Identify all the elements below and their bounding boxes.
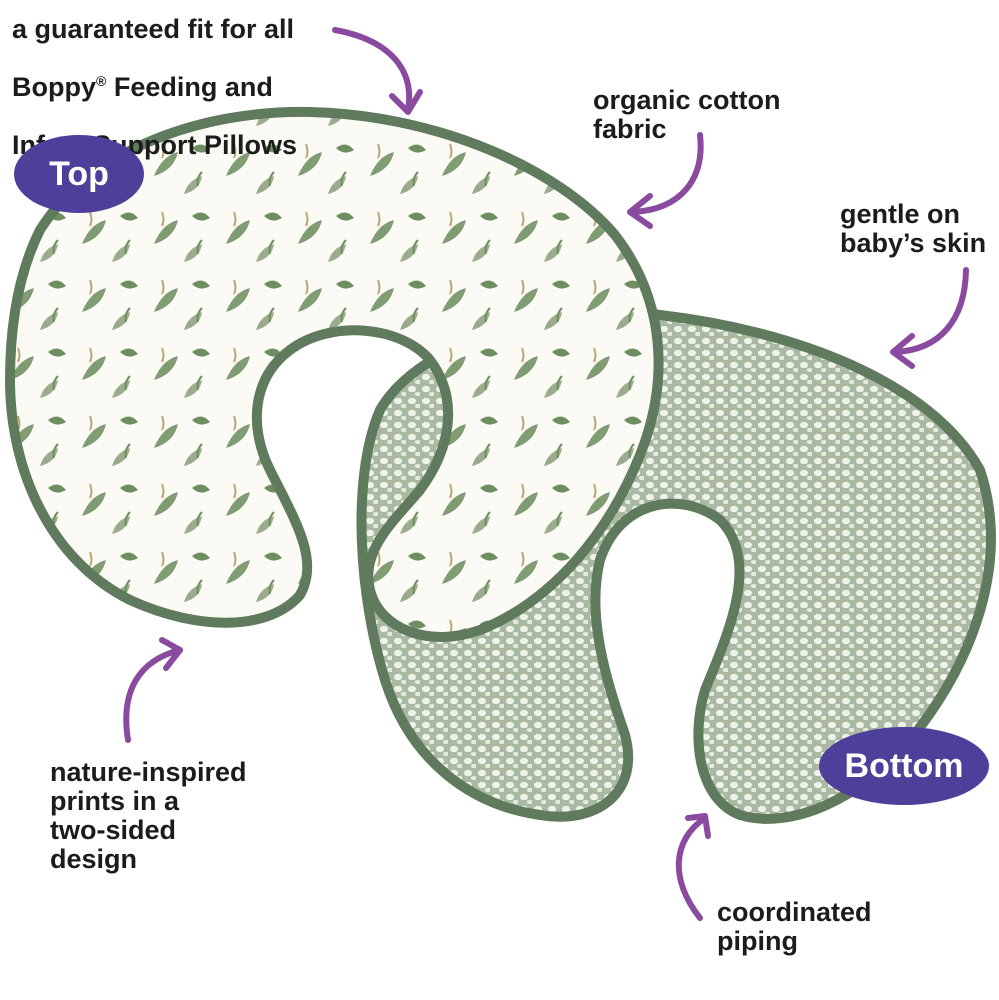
fit-guarantee-line-2: Boppy® Feeding and (12, 73, 297, 102)
top-pillow-shape (4, 106, 664, 642)
bottom-side-badge: Bottom (819, 727, 989, 805)
curved-arrow-icon (890, 267, 969, 369)
organic-cotton-callout: organic cotton fabric (593, 85, 781, 144)
nature-prints-callout: nature-inspired prints in a two-sided de… (50, 757, 247, 874)
coordinated-piping-callout: coordinated piping (717, 897, 872, 956)
fit-guarantee-line-1: a guaranteed fit for all (12, 14, 295, 44)
registered-mark: ® (96, 73, 107, 89)
curved-arrow-icon (332, 27, 423, 115)
fit-guarantee-line-2-rest: Feeding and (106, 72, 273, 102)
curved-arrow-icon (627, 132, 704, 229)
gentle-skin-callout: gentle on baby’s skin (840, 199, 987, 258)
curved-arrow-icon (675, 813, 711, 921)
brand-name: Boppy (12, 72, 96, 102)
top-side-badge: Top (14, 135, 144, 213)
curved-arrow-icon (123, 637, 183, 743)
